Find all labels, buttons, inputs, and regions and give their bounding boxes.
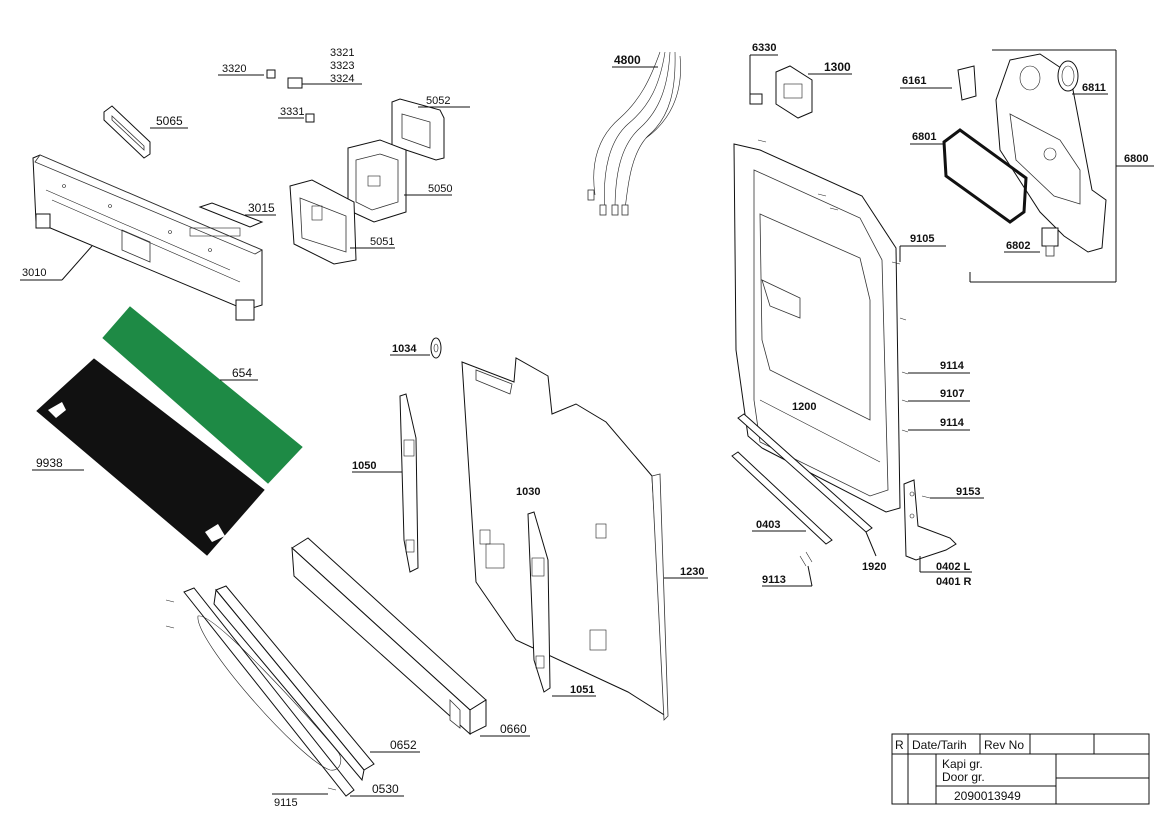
callout-6800: 6800 [1124, 153, 1148, 165]
callout-9107: 9107 [940, 388, 964, 400]
part-3320-clip [266, 69, 315, 123]
part-1030-outer-door [461, 357, 669, 721]
part-4800-harness [587, 51, 681, 216]
part-5052-bracket [391, 98, 445, 161]
title-block-r: R [895, 738, 904, 752]
callout-9105: 9105 [910, 233, 934, 245]
callout-9153: 9153 [956, 486, 980, 498]
callout-0652: 0652 [390, 738, 417, 752]
part-0402-hinge [903, 479, 957, 561]
panel-9938-fill [36, 358, 265, 556]
callout-3323: 3323 [330, 60, 354, 72]
callout-6161: 6161 [902, 75, 926, 87]
callout-5051: 5051 [370, 236, 394, 248]
part-3015-strip [198, 202, 264, 228]
callout-3015: 3015 [248, 201, 275, 215]
title-block-rev: Rev No [984, 738, 1024, 752]
screws-9115 [165, 599, 337, 791]
part-0530-handle [183, 587, 355, 797]
callout-1030: 1030 [516, 486, 540, 498]
callout-0402: 0402 L [936, 561, 971, 573]
callout-0530: 0530 [372, 782, 399, 796]
title-block-title-en: Door gr. [942, 770, 985, 784]
part-6801-gasket [942, 128, 1028, 224]
callout-9114b: 9114 [940, 417, 965, 429]
callout-9938: 9938 [36, 456, 63, 470]
callout-6802: 6802 [1006, 240, 1030, 252]
part-1051-bracket [527, 511, 551, 693]
part-9938-panel [36, 358, 265, 556]
callout-1920: 1920 [862, 561, 886, 573]
callout-1200: 1200 [792, 401, 816, 413]
screw-9113 [799, 551, 813, 567]
callout-1230: 1230 [680, 566, 704, 578]
part-1034-washer [430, 337, 442, 359]
callout-3324: 3324 [330, 73, 354, 85]
part-1200-inner-door [733, 143, 901, 513]
callout-9115: 9115 [274, 797, 298, 809]
part-5050-pcb [347, 139, 407, 223]
callout-1051: 1051 [570, 684, 594, 696]
callout-0403: 0403 [756, 519, 780, 531]
callout-3331: 3331 [280, 106, 304, 118]
part-0403-rail [731, 451, 833, 545]
title-block-date: Date/Tarih [912, 738, 967, 752]
callout-5050: 5050 [428, 183, 452, 195]
callout-6330: 6330 [752, 42, 776, 54]
callout-9114a: 9114 [940, 360, 965, 372]
callout-3320: 3320 [222, 63, 246, 75]
part-6330-bracket [749, 55, 763, 105]
part-1300-lock [775, 65, 813, 119]
part-3010-control-panel [32, 154, 263, 321]
callout-654: 654 [232, 366, 252, 380]
part-6811-seal [1057, 60, 1079, 92]
title-block-title-tr: Kapi gr. [942, 757, 983, 771]
callout-1050: 1050 [352, 460, 376, 472]
callout-4800: 4800 [614, 53, 641, 67]
part-1920-rail [737, 413, 873, 533]
callout-1300: 1300 [824, 60, 851, 74]
callout-3321: 3321 [330, 47, 354, 59]
part-654-panel [102, 306, 303, 484]
callout-6811: 6811 [1082, 82, 1106, 94]
callout-3010: 3010 [22, 267, 46, 279]
part-6161-plate [957, 65, 977, 101]
callout-5065: 5065 [156, 114, 183, 128]
callout-5052: 5052 [426, 95, 450, 107]
callout-9113: 9113 [762, 574, 786, 586]
panel-654-fill [102, 306, 303, 484]
part-5065-bracket [103, 105, 151, 159]
part-1050-bracket [399, 393, 419, 573]
part-6802-valve [1041, 227, 1059, 257]
part-0660-insulation [291, 537, 487, 736]
title-block-doc-number: 2090013949 [954, 789, 1021, 803]
part-6800-dispenser [995, 53, 1107, 253]
title-block [891, 733, 1150, 805]
part-5051-pcb [289, 179, 357, 265]
callout-6801: 6801 [912, 131, 936, 143]
callout-1034: 1034 [392, 343, 417, 355]
callout-0660: 0660 [500, 722, 527, 736]
part-0652-trim [213, 585, 375, 782]
callout-0401: 0401 R [936, 576, 972, 588]
